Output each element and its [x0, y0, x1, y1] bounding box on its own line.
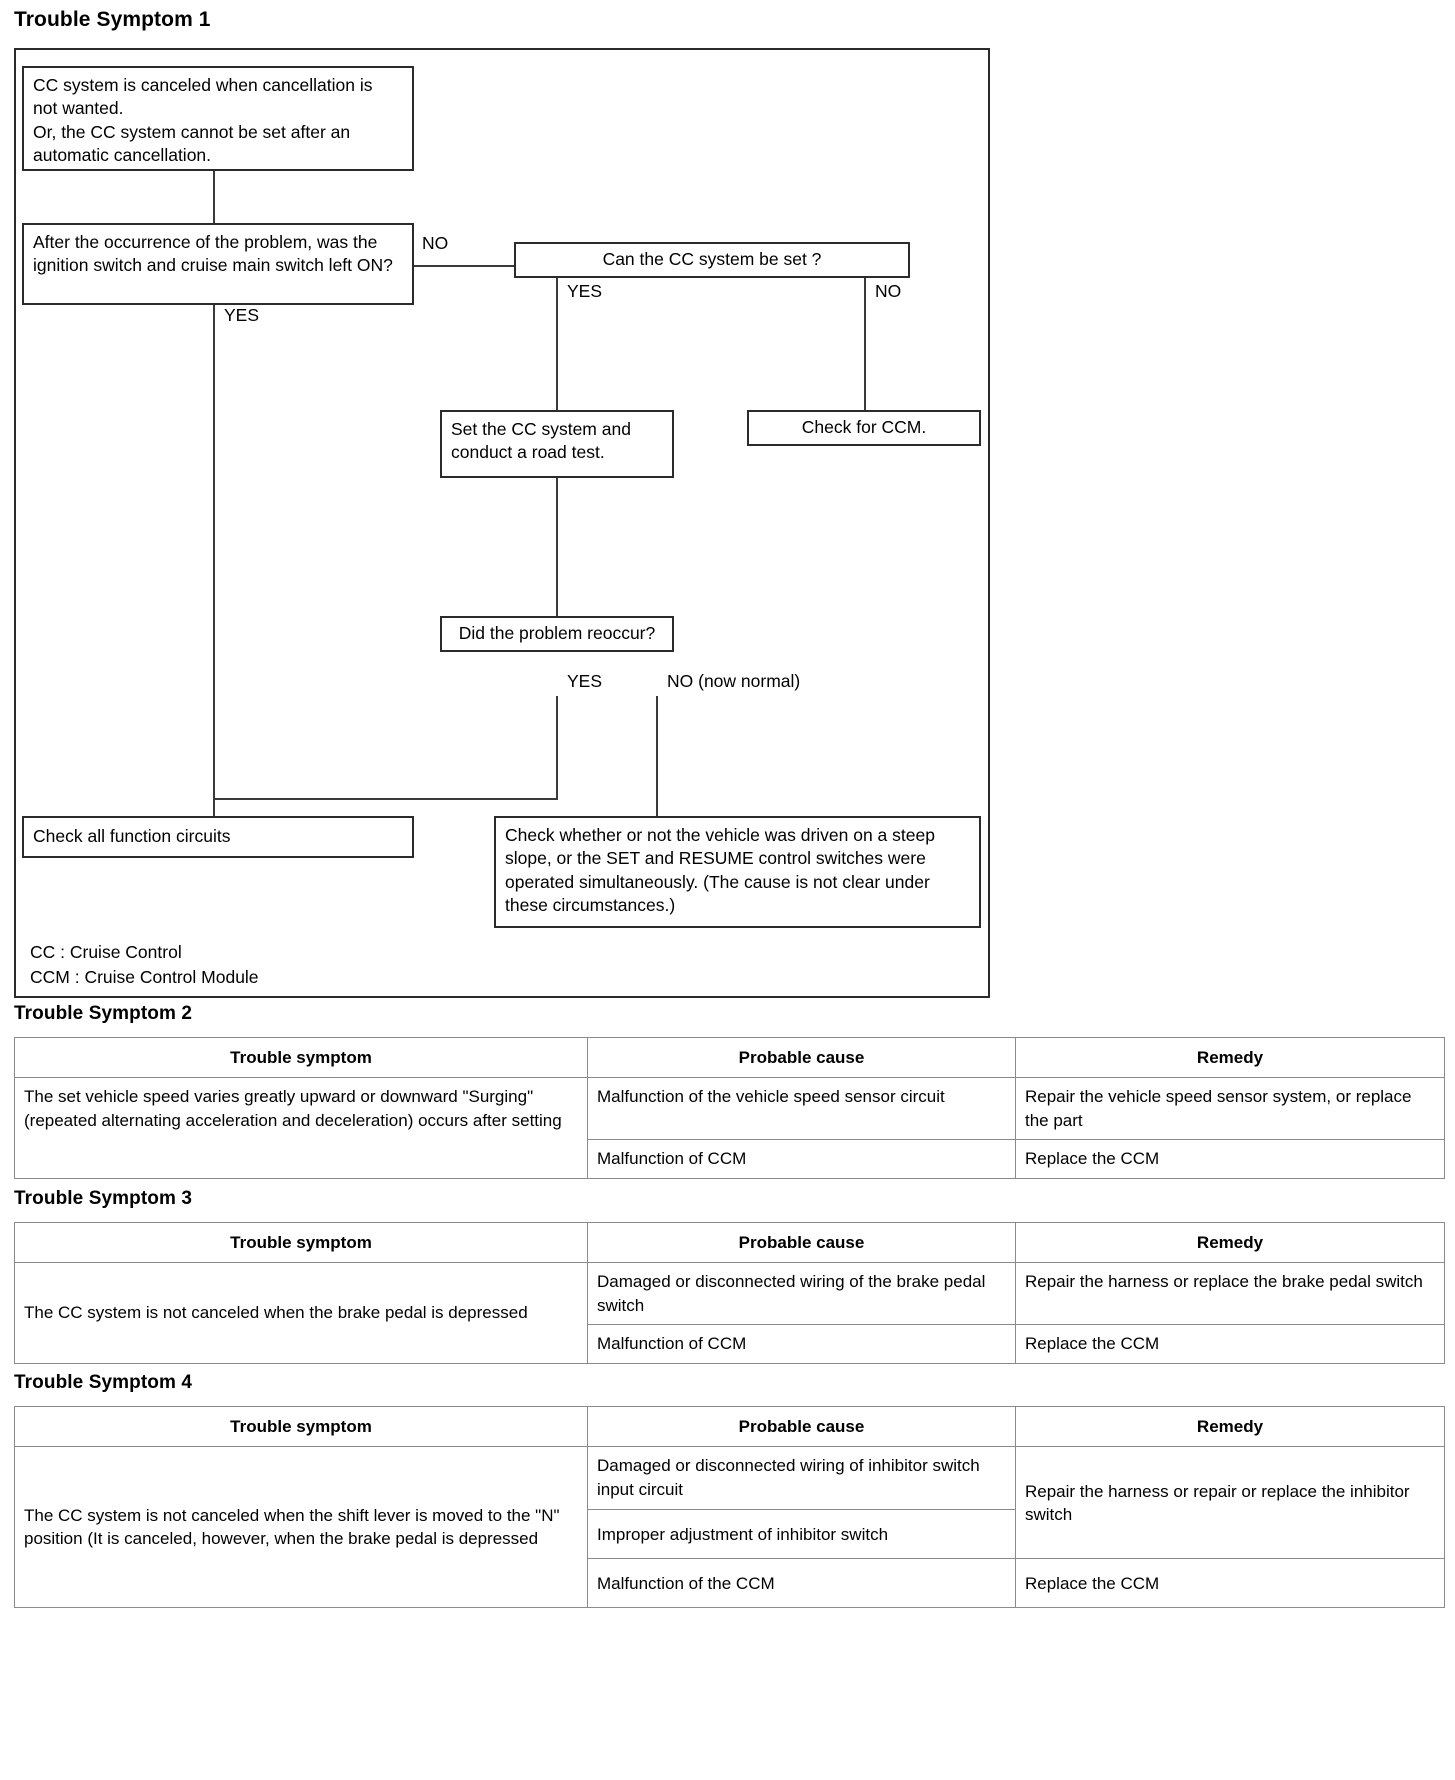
cell-remedy: Replace the CCM — [1015, 1324, 1445, 1364]
column-header-remedy: Remedy — [1015, 1221, 1445, 1264]
flow-node-set-cc-road-test: Set the CC system and conduct a road tes… — [440, 410, 674, 478]
connector-decision3-yes-down — [556, 696, 558, 800]
flow-node-check-steep-slope: Check whether or not the vehicle was dri… — [494, 816, 981, 928]
table-header-row: Trouble symptom Probable cause Remedy — [14, 1221, 1445, 1264]
cell-cause: Malfunction of the vehicle speed sensor … — [587, 1077, 1016, 1141]
cell-cause: Damaged or disconnected wiring of the br… — [587, 1262, 1016, 1326]
table-row: The CC system is not canceled when the b… — [14, 1262, 1445, 1364]
table-row: The set vehicle speed varies greatly upw… — [14, 1077, 1445, 1179]
cell-symptom: The CC system is not canceled when the s… — [14, 1446, 588, 1609]
symptom-3-table: Trouble symptom Probable cause Remedy Th… — [14, 1221, 1445, 1364]
flowchart-canvas: CC system is canceled when cancellation … — [16, 50, 992, 1000]
cell-remedy: Repair the vehicle speed sensor system, … — [1015, 1077, 1445, 1141]
flow-node-decision-problem-reoccur: Did the problem reoccur? — [440, 616, 674, 652]
connector-decision3-yes-left — [213, 798, 558, 800]
section-title-symptom-2: Trouble Symptom 2 — [14, 1003, 193, 1024]
table-row: Malfunction of the CCM Replace the CCM — [15, 1558, 1445, 1609]
column-header-trouble-symptom: Trouble symptom — [14, 1221, 588, 1264]
flow-node-decision-ignition-switch: After the occurrence of the problem, was… — [22, 223, 414, 305]
symptom-2-block: Trouble Symptom 2 Trouble symptom Probab… — [14, 1003, 1445, 1179]
flow-node-start: CC system is canceled when cancellation … — [22, 66, 414, 171]
cell-remedy: Repair the harness or repair or replace … — [1015, 1446, 1445, 1560]
flowchart-legend: CC : Cruise Control CCM : Cruise Control… — [30, 940, 259, 991]
flow-node-start-line-2: not wanted. — [33, 98, 124, 119]
cell-cause: Improper adjustment of inhibitor switch — [587, 1509, 1016, 1560]
cell-remedy: Repair the harness or replace the brake … — [1015, 1262, 1445, 1326]
table-row: Improper adjustment of inhibitor switch — [15, 1509, 1445, 1560]
flowchart-symptom-1: CC system is canceled when cancellation … — [14, 48, 990, 998]
connector-decision3-no — [656, 696, 658, 822]
symptom-2-table: Trouble symptom Probable cause Remedy Th… — [14, 1036, 1445, 1179]
connector-start-to-decision1 — [213, 171, 215, 223]
flow-node-start-line-4: automatic cancellation. — [33, 144, 212, 165]
cell-remedy: Replace the CCM — [1015, 1139, 1445, 1179]
edge-label-decision1-no: NO — [422, 233, 449, 253]
table-row: Malfunction of CCM Replace the CCM — [15, 1139, 1445, 1179]
edge-label-decision2-no: NO — [875, 281, 902, 301]
legend-cc: CC : Cruise Control — [30, 942, 182, 962]
legend-ccm: CCM : Cruise Control Module — [30, 967, 259, 988]
edge-label-decision2-yes: YES — [567, 281, 603, 301]
cell-symptom: The set vehicle speed varies greatly upw… — [14, 1077, 588, 1179]
cell-cause: Malfunction of the CCM — [587, 1558, 1016, 1609]
column-header-remedy: Remedy — [1015, 1405, 1445, 1448]
symptom-4-table: Trouble symptom Probable cause Remedy Th… — [14, 1405, 1445, 1609]
page-title-symptom-1: Trouble Symptom 1 — [14, 8, 211, 31]
column-header-trouble-symptom: Trouble symptom — [14, 1036, 588, 1079]
flow-node-check-for-ccm: Check for CCM. — [747, 410, 981, 446]
cell-remedy: Replace the CCM — [1015, 1558, 1445, 1609]
edge-label-decision3-no: NO (now normal) — [667, 671, 801, 691]
connector-decision2-yes — [556, 278, 558, 426]
symptom-4-block: Trouble Symptom 4 Trouble symptom Probab… — [14, 1372, 1445, 1609]
connector-decision1-yes — [213, 305, 215, 845]
column-header-trouble-symptom: Trouble symptom — [14, 1405, 588, 1448]
connector-set-to-decision3 — [556, 478, 558, 644]
column-header-probable-cause: Probable cause — [587, 1036, 1016, 1079]
connector-decision1-no — [414, 265, 514, 267]
flow-node-decision-can-cc-be-set: Can the CC system be set ? — [514, 242, 910, 278]
column-header-probable-cause: Probable cause — [587, 1221, 1016, 1264]
column-header-remedy: Remedy — [1015, 1036, 1445, 1079]
flow-node-start-line-1: CC system is canceled when cancellation … — [33, 75, 373, 95]
section-title-symptom-4: Trouble Symptom 4 — [14, 1372, 193, 1393]
section-title-symptom-3: Trouble Symptom 3 — [14, 1188, 193, 1209]
edge-label-decision1-yes: YES — [224, 305, 260, 325]
column-header-probable-cause: Probable cause — [587, 1405, 1016, 1448]
symptom-3-block: Trouble Symptom 3 Trouble symptom Probab… — [14, 1188, 1445, 1364]
flow-node-start-line-3: Or, the CC system cannot be set after an — [33, 121, 351, 142]
flow-node-check-all-function-circuits: Check all function circuits — [22, 816, 414, 858]
edge-label-decision3-yes: YES — [567, 671, 603, 691]
table-row: The CC system is not canceled when the s… — [14, 1446, 1445, 1609]
cell-cause: Damaged or disconnected wiring of inhibi… — [587, 1446, 1016, 1511]
connector-decision2-no — [864, 278, 866, 426]
cell-cause: Malfunction of CCM — [587, 1324, 1016, 1364]
cell-cause: Malfunction of CCM — [587, 1139, 1016, 1179]
table-header-row: Trouble symptom Probable cause Remedy — [14, 1405, 1445, 1448]
table-row: Malfunction of CCM Replace the CCM — [15, 1324, 1445, 1364]
table-header-row: Trouble symptom Probable cause Remedy — [14, 1036, 1445, 1079]
cell-symptom: The CC system is not canceled when the b… — [14, 1262, 588, 1364]
